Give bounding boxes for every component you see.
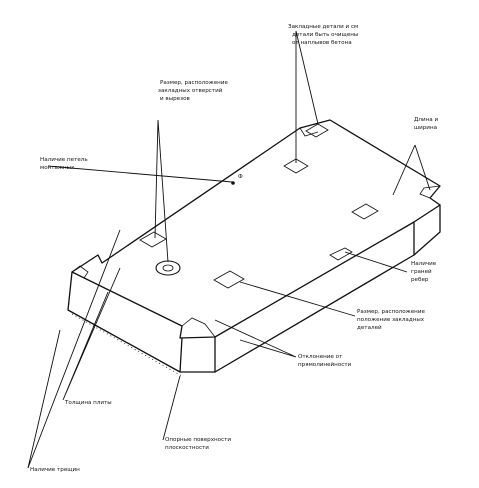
svg-text:ребер: ребер [411,277,429,283]
svg-text:монтажных: монтажных [40,165,75,171]
label-support-surface: Опорные поверхности плоскостности [165,437,231,451]
svg-text:плоскостности: плоскостности [165,445,209,451]
label-embedded-parts: Закладные детали и см детали быть очищен… [288,24,358,46]
svg-text:Ф: Ф [238,174,243,180]
plate-2 [283,158,309,174]
label-deviation: Отклонение от прямолинейности [298,354,352,368]
label-length-width: Длина и ширина [414,117,438,131]
svg-text:прямолинейности: прямолинейности [298,361,352,368]
svg-text:от наплывов бетона: от наплывов бетона [292,40,352,46]
svg-text:Отклонение от: Отклонение от [298,354,343,360]
svg-text:деталей: деталей [357,324,382,331]
embedded-plates [139,123,379,289]
label-hidden-edges: Наличие граней ребер [411,261,437,283]
plate-3 [351,203,379,220]
lifting-loop-mark [231,181,235,185]
svg-text:Наличие трещин: Наличие трещин [30,467,80,473]
label-holes: Размер, расположение закладных отверстий… [158,80,228,102]
svg-text:Толщина плиты: Толщина плиты [64,400,112,406]
slab-outline [67,119,441,377]
svg-text:Закладные детали и см: Закладные детали и см [288,24,358,30]
leader-lines [27,30,431,469]
plate-5 [213,270,245,289]
svg-text:и вырезов: и вырезов [160,96,190,102]
svg-text:Наличие: Наличие [411,261,437,267]
label-slab-thickness: Толщина плиты [64,400,112,406]
svg-text:граней: граней [411,268,432,275]
svg-text:положение закладных: положение закладных [357,317,425,323]
svg-text:Размер, расположение: Размер, расположение [357,309,425,315]
svg-text:Размер, расположение: Размер, расположение [160,80,228,86]
svg-text:Опорные поверхности: Опорные поверхности [165,437,231,443]
svg-text:ширина: ширина [414,125,437,131]
svg-text:Длина и: Длина и [414,117,438,123]
svg-text:закладных отверстий: закладных отверстий [158,87,223,94]
label-embedded-position: Размер, расположение положение закладных… [357,309,425,331]
label-cracks: Наличие трещин [30,467,80,473]
svg-text:детали быть очищены: детали быть очищены [292,32,358,38]
svg-text:Наличие петель: Наличие петель [40,157,88,163]
plate-1 [305,123,329,138]
label-lifting-loops: Наличие петель монтажных [40,157,88,171]
round-hole [155,260,181,276]
